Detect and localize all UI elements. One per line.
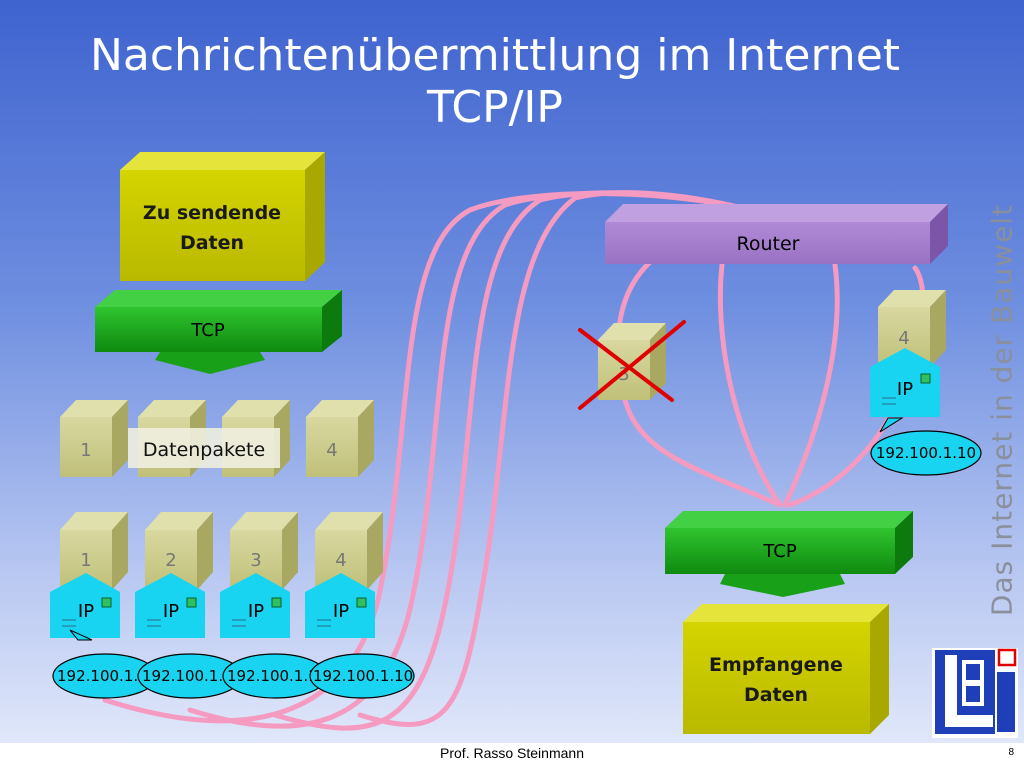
plain-packet-number-1: 1 [80,440,91,461]
tcp-sender-block: TCP [95,290,342,374]
receive-data-label-2: Daten [744,684,808,706]
page-number: 8 [1008,747,1014,758]
ip-address-callout-3: 192.100.1.10 [222,653,328,699]
ip-packet-4: 4 IP [305,512,383,638]
ip-stamp-icon-3 [271,597,282,608]
ip-packet-2: 2 IP [135,512,213,638]
ip-label-2: IP [163,601,179,622]
packet-row-plain: 1 4 Datenpakete [60,400,374,477]
ip-address-callout-4: 192.100.1.10 [309,653,415,699]
ip-packet-3: 3 IP [220,512,298,638]
route-packet-4 [357,190,768,727]
arriving-ip-address: 192.100.1.10 [876,444,976,462]
lost-packet-cross-icon [578,320,686,410]
ip-packet-number-3: 3 [250,550,261,571]
ip-label-4: IP [333,601,349,622]
ip-stamp-icon-2 [186,597,197,608]
router-block: Router [605,204,948,264]
ip-address-callouts: 192.100.1.10 192.100.1.10 192.100.1.10 1… [52,629,415,699]
ip-stamp-icon-1 [101,597,112,608]
send-data-label-1: Zu sendende [143,202,281,224]
route-router-lost [615,259,783,508]
packets-label-bg [128,428,280,468]
receive-data-box: Empfangene Daten [683,604,889,734]
plain-packet-1: 1 [60,400,128,477]
title-line-2: TCP/IP [427,82,563,133]
ip-address-text-3: 192.100.1.10 [227,667,327,685]
route-router-mid-right [782,262,840,508]
send-data-label-2: Daten [180,232,244,254]
ip-packet-number-2: 2 [165,550,176,571]
ip-address-text-2: 192.100.1.10 [142,667,242,685]
packets-label: Datenpakete [143,439,265,461]
tcpip-diagram: Zu sendende Daten TCP 1 [50,152,1018,738]
ip-address-callout-1: 192.100.1.10 [52,629,158,699]
tcp-sender-label: TCP [190,320,225,341]
route-router-mid-left [717,262,783,508]
ip-address-text-1: 192.100.1.10 [57,667,157,685]
lbi-logo [932,648,1018,738]
arriving-packet: 4 IP 192.100.1.10 [870,290,982,476]
send-data-box: Zu sendende Daten [120,152,325,281]
ip-address-text-4: 192.100.1.10 [313,667,413,685]
router-label: Router [737,233,800,255]
arriving-ip-label: IP [897,379,913,400]
ip-stamp-icon-4 [356,597,367,608]
ip-packet-row: 1 IP 2 IP 3 [50,512,383,638]
title-line-1: Nachrichtenübermittlung im Internet [89,30,901,81]
slide-title: Nachrichtenübermittlung im Internet TCP/… [0,30,990,134]
arriving-packet-number: 4 [898,328,909,349]
tcp-receiver-label: TCP [762,541,797,562]
tcp-receiver-block: TCP [665,511,913,597]
footer-author: Prof. Rasso Steinmann [440,745,584,761]
arriving-ip-stamp-icon [920,373,931,384]
plain-packet-4: 4 [306,400,374,477]
slide-footer: Prof. Rasso Steinmann 8 [0,743,1024,768]
ip-packet-1: 1 IP [50,512,128,638]
ip-label-1: IP [78,601,94,622]
receive-data-label-1: Empfangene [709,654,843,676]
lost-packet: 3 [578,320,686,410]
lost-packet-number: 3 [618,364,629,385]
plain-packet-number-4: 4 [326,440,337,461]
ip-label-3: IP [248,601,264,622]
ip-packet-number-4: 4 [335,550,346,571]
ip-address-callout-2: 192.100.1.10 [137,653,243,699]
ip-packet-number-1: 1 [80,550,91,571]
sidebar-course-title: Das Internet in der Bauwelt [985,203,1019,617]
